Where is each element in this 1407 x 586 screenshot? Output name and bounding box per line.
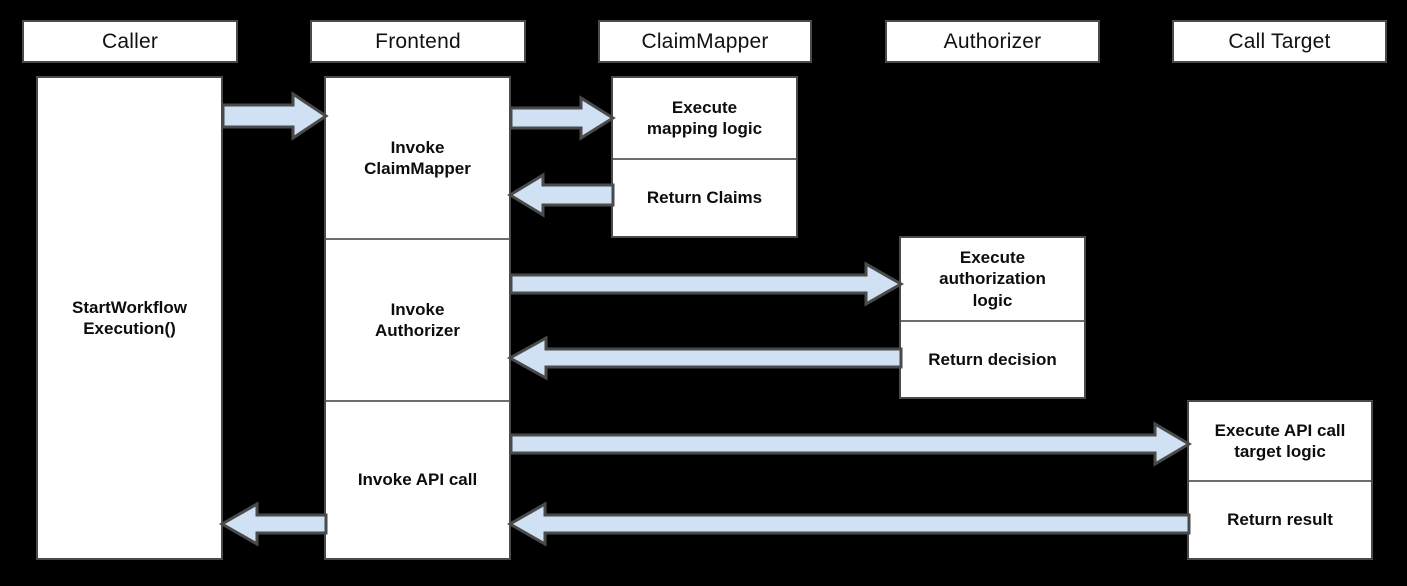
message-arrow-frontend-to-calltarget — [509, 421, 1192, 467]
message-arrow-frontend-to-caller — [218, 501, 328, 547]
message-arrow-frontend-to-claimmapper — [509, 95, 616, 141]
message-arrow-caller-to-frontend — [221, 91, 329, 141]
message-arrow-calltarget-to-frontend — [506, 501, 1191, 547]
lifeline-cell-calltarget-0: Execute API call target logic — [1214, 420, 1346, 461]
participant-header-frontend: Frontend — [310, 20, 526, 63]
participant-header-claimmapper: ClaimMapper — [598, 20, 812, 63]
lifeline-calltarget: Execute API call target logic Return res… — [1187, 400, 1373, 560]
lifeline-cell-claimmapper-1: Return Claims — [613, 158, 796, 236]
message-arrow-claimmapper-to-frontend — [507, 172, 615, 218]
lifeline-cell-claimmapper-0: Execute mapping logic — [646, 97, 763, 138]
participant-label-caller: Caller — [101, 29, 159, 53]
participant-label-claimmapper: ClaimMapper — [641, 29, 769, 53]
participant-label-authorizer: Authorizer — [943, 29, 1042, 53]
lifeline-cell-authorizer-1: Return decision — [901, 320, 1084, 397]
lifeline-caller: StartWorkflow Execution() — [36, 76, 223, 560]
lifeline-cell-authorizer-0: Execute authorization logic — [939, 248, 1046, 310]
lifeline-cell-frontend-1: Invoke Authorizer — [326, 238, 509, 400]
participant-label-calltarget: Call Target — [1228, 29, 1331, 53]
participant-header-calltarget: Call Target — [1172, 20, 1387, 63]
lifeline-cell-frontend-0: Invoke ClaimMapper — [364, 137, 471, 178]
message-arrow-authorizer-to-frontend — [506, 335, 903, 381]
participant-header-caller: Caller — [22, 20, 238, 63]
lifeline-authorizer: Execute authorization logic Return decis… — [899, 236, 1086, 399]
lifeline-frontend: Invoke ClaimMapper Invoke Authorizer Inv… — [324, 76, 511, 560]
lifeline-cell-frontend-2: Invoke API call — [326, 400, 509, 558]
lifeline-cell-calltarget-1: Return result — [1189, 480, 1371, 558]
lifeline-claimmapper: Execute mapping logic Return Claims — [611, 76, 798, 238]
message-arrow-frontend-to-authorizer — [509, 261, 905, 307]
lifeline-cell-caller-0: StartWorkflow Execution() — [72, 297, 187, 338]
participant-label-frontend: Frontend — [375, 29, 461, 53]
participant-header-authorizer: Authorizer — [885, 20, 1100, 63]
